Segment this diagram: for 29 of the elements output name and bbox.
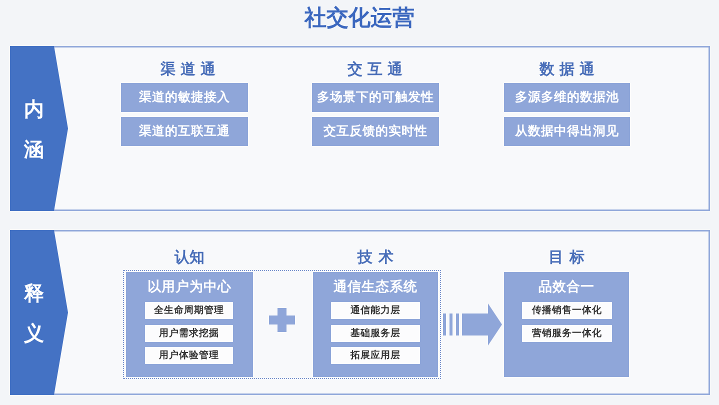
page-title: 社交化运营: [304, 5, 414, 33]
feature-box: 渠道的互联互通: [121, 117, 248, 146]
box-title: 以用户为中心: [148, 278, 232, 296]
item-box: 通信能力层: [331, 302, 420, 319]
column-heading: 交互通: [346, 59, 408, 79]
feature-box: 交互反馈的实时性: [312, 117, 439, 146]
item-box: 基础服务层: [331, 325, 420, 342]
tab-label: 释义: [24, 280, 44, 347]
box-heading: 技术: [356, 247, 400, 267]
item-box: 营销服务一体化: [522, 325, 612, 342]
box-heading: 认知: [174, 247, 204, 267]
item-box: 传播销售一体化: [522, 302, 612, 319]
feature-box: 从数据中得出洞见: [504, 117, 630, 146]
item-box: 用户需求挖掘: [145, 325, 233, 342]
item-box: 全生命周期管理: [145, 302, 233, 319]
column-heading: 数据通: [538, 59, 600, 79]
feature-box: 渠道的敏捷接入: [121, 83, 248, 112]
feature-box: 多场景下的可触发性: [312, 83, 439, 112]
feature-box: 多源多维的数据池: [504, 83, 630, 112]
item-box: 拓展应用层: [331, 347, 420, 364]
box-title: 品效合一: [538, 278, 594, 296]
box-heading: 目标: [548, 247, 590, 267]
item-box: 用户体验管理: [145, 347, 233, 364]
column-heading: 渠道通: [160, 59, 220, 79]
panel: [10, 46, 710, 211]
box-title: 通信生态系统: [334, 278, 418, 296]
tab-label: 内涵: [24, 96, 44, 163]
panel: [10, 230, 710, 395]
block-arrow: [443, 304, 502, 346]
